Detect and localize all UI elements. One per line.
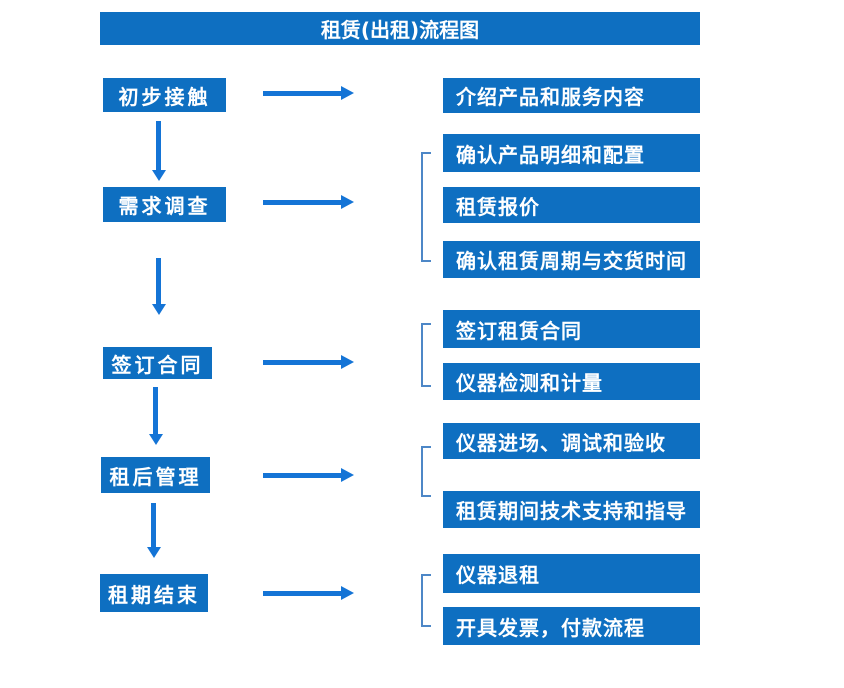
detail-box-introduce-products: 介绍产品和服务内容: [443, 78, 700, 113]
step-box-demand-survey: 需求调查: [103, 187, 226, 222]
down-arrow-connector: [146, 503, 161, 558]
right-arrow-connector: [263, 86, 354, 100]
step-box-sign-contract: 签订合同: [103, 347, 212, 379]
down-arrow-connector: [148, 387, 163, 445]
step-box-lease-end: 租期结束: [100, 574, 208, 612]
group-bracket: [421, 323, 431, 387]
detail-box-sign-rental-contract: 签订租赁合同: [443, 310, 700, 348]
detail-box-rental-quote: 租赁报价: [443, 187, 700, 223]
right-arrow-connector: [263, 468, 354, 482]
detail-box-instrument-return: 仪器退租: [443, 554, 700, 593]
right-arrow-connector: [263, 355, 354, 369]
detail-box-confirm-product-details: 确认产品明细和配置: [443, 134, 700, 172]
detail-box-instrument-installation: 仪器进场、调试和验收: [443, 423, 700, 459]
detail-box-technical-support: 租赁期间技术支持和指导: [443, 491, 700, 528]
step-box-initial-contact: 初步接触: [103, 78, 226, 112]
right-arrow-connector: [263, 586, 354, 600]
flowchart-title: 租赁(出租)流程图: [100, 12, 700, 45]
detail-box-confirm-rental-period: 确认租赁周期与交货时间: [443, 241, 700, 278]
right-arrow-connector: [263, 195, 354, 209]
group-bracket: [421, 574, 431, 627]
step-box-post-rental-management: 租后管理: [101, 457, 210, 493]
detail-box-instrument-inspection: 仪器检测和计量: [443, 363, 700, 400]
detail-box-invoice-payment: 开具发票，付款流程: [443, 607, 700, 645]
group-bracket: [421, 152, 431, 262]
group-bracket: [421, 446, 431, 497]
down-arrow-connector: [151, 121, 166, 181]
down-arrow-connector: [151, 258, 166, 315]
